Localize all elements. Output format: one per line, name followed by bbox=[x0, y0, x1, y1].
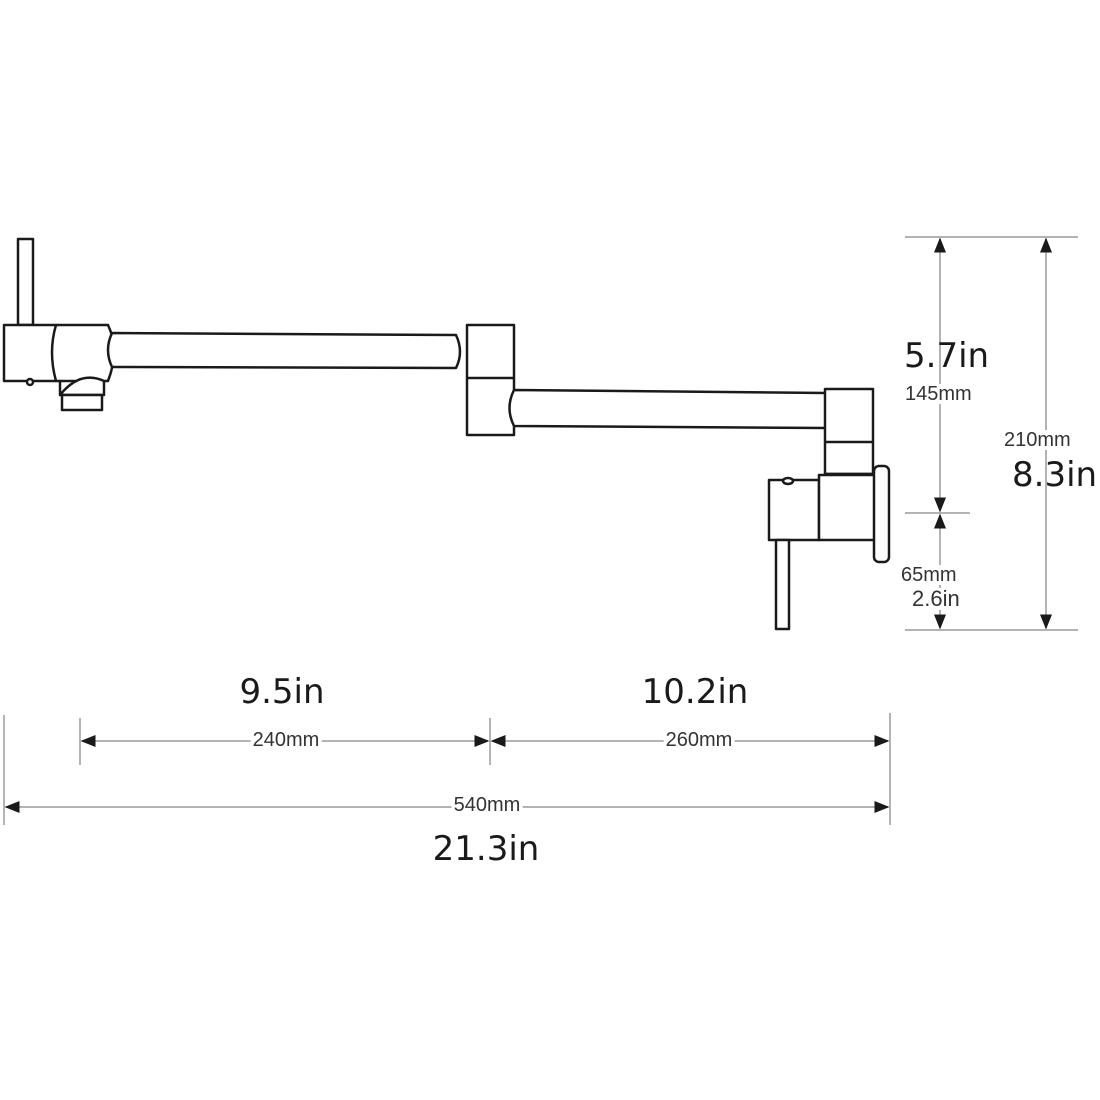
valve-body bbox=[767, 478, 821, 542]
upper-height-mm-label: 145mm bbox=[903, 383, 974, 405]
total-height-inches-label: 8.3in bbox=[1012, 455, 1098, 495]
arm-1 bbox=[106, 331, 462, 370]
spout-body bbox=[2, 323, 58, 383]
valve-handle bbox=[774, 538, 791, 631]
dimension-lines bbox=[3, 236, 1078, 825]
total-height-mm-label: 210mm bbox=[1002, 429, 1073, 451]
arm-2 bbox=[508, 388, 833, 430]
valve-housing bbox=[817, 473, 879, 542]
middle-joint bbox=[465, 323, 516, 437]
faucet-outline bbox=[2, 237, 891, 631]
aerator-tip bbox=[60, 393, 104, 412]
aerator bbox=[58, 376, 106, 397]
total-length-inches-label: 21.3in bbox=[432, 829, 540, 869]
arm-2-inches-label: 10.2in bbox=[641, 672, 749, 712]
elbow-joint bbox=[823, 387, 875, 476]
spout-handle bbox=[16, 237, 35, 327]
lower-height-mm-label: 65mm bbox=[899, 564, 959, 586]
spout-screw bbox=[25, 377, 35, 387]
wall-flange bbox=[872, 464, 891, 564]
arm-1-inches-label: 9.5in bbox=[239, 672, 325, 712]
valve-screw bbox=[781, 476, 795, 486]
arm-2-mm-label: 260mm bbox=[663, 729, 735, 751]
upper-height-inches-label: 5.7in bbox=[904, 336, 990, 376]
total-length-mm-label: 540mm bbox=[451, 794, 523, 816]
arm-1-mm-label: 240mm bbox=[250, 729, 322, 751]
lower-height-inches-label: 2.6in bbox=[910, 586, 962, 611]
spout-swivel bbox=[50, 323, 116, 383]
